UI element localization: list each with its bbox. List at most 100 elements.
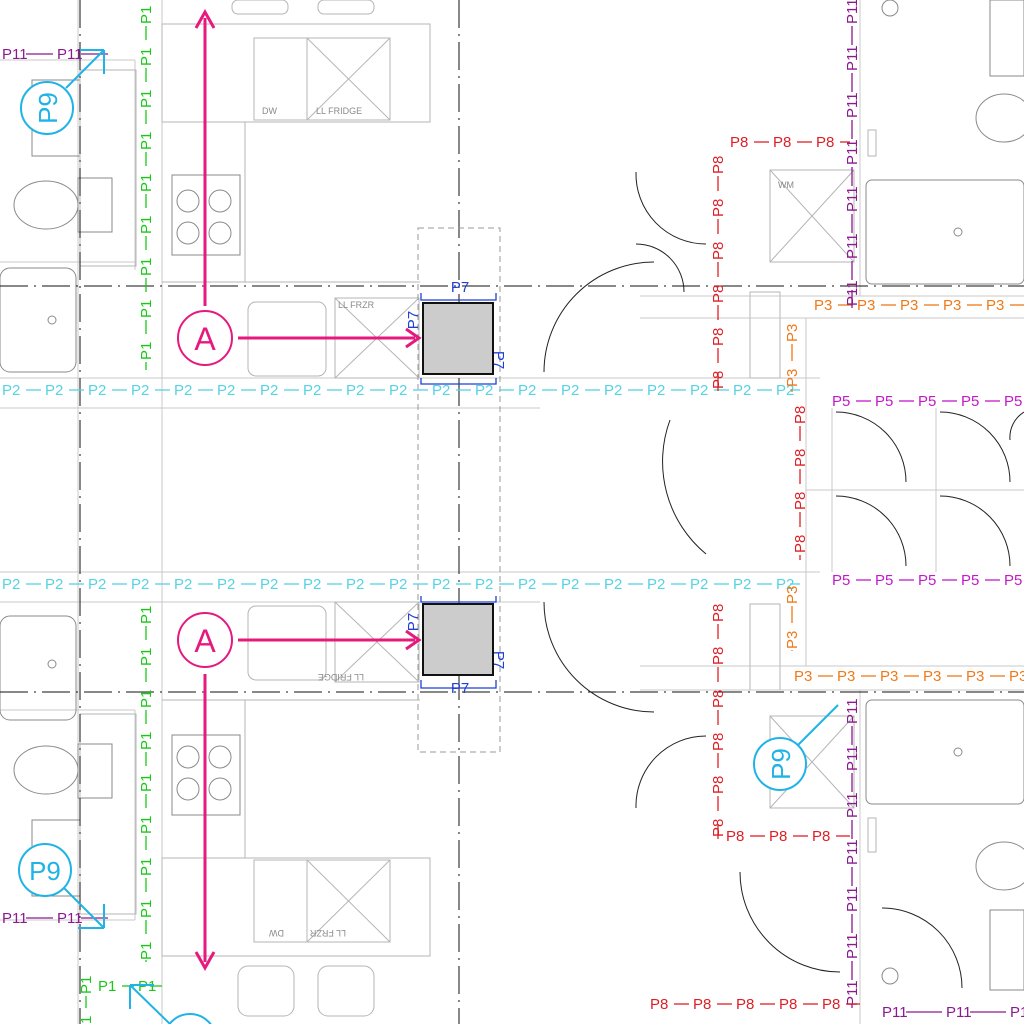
pipe-run-label: P8 — [710, 199, 727, 217]
pipe-run-label: P3 — [943, 297, 961, 314]
pipe-run-label: P1 — [98, 978, 116, 995]
pipe-run-label: P8 — [736, 996, 754, 1013]
pipe-run-label: P5 — [961, 393, 979, 410]
pipe-run-label: P1 — [138, 342, 155, 360]
pipe-run-label: P11 — [844, 886, 861, 912]
pipe-run-label: P3 — [784, 586, 801, 604]
pipe-run-label: P8 — [816, 134, 834, 151]
p9-callout-label: P9 — [29, 856, 61, 886]
pipe-run-label: P5 — [961, 572, 979, 589]
pipe-run-label: P11 — [844, 139, 861, 165]
pipe-run-label: P5 — [918, 572, 936, 589]
pipe-run-label: P2 — [88, 382, 106, 399]
pipe-run-label: P8 — [650, 996, 668, 1013]
pipe-run-label: P11 — [57, 910, 83, 927]
pipe-run-label: P11 — [844, 745, 861, 771]
pipe-run-label: P2 — [561, 382, 579, 399]
pipe-run-label: P11 — [844, 839, 861, 865]
pipe-run-label: P3 — [900, 297, 918, 314]
pipe-run-label: P2 — [475, 576, 493, 593]
structural-columns — [420, 293, 497, 689]
pipe-run-label: P2 — [776, 576, 794, 593]
pipe-run-label: P8 — [792, 406, 809, 424]
pipe-run-label: P1 — [138, 774, 155, 792]
pipe-run-label: P2 — [260, 382, 278, 399]
pipe-run-label: P1 — [138, 6, 155, 24]
pipe-run-label: P8 — [726, 828, 744, 845]
pipe-run-label: P8 — [710, 604, 727, 622]
pipe-run-label: P8 — [710, 242, 727, 260]
pipe-run-label: P8 — [730, 134, 748, 151]
column-top — [422, 302, 494, 375]
section-marker-top — [177, 310, 233, 366]
pipe-run-label: P2 — [45, 382, 63, 399]
p7-label: P7 — [451, 279, 469, 296]
section-marker-bottom — [177, 612, 233, 668]
pipe-run-label: P8 — [710, 371, 727, 389]
pipe-run-label: P3 — [1009, 668, 1024, 685]
p9-callout-right: P9 — [753, 704, 839, 791]
pipe-run-label: P5 — [1004, 572, 1022, 589]
pipe-run-label: P2 — [260, 576, 278, 593]
pipe-run-label: P3 — [966, 668, 984, 685]
pipe-run-label: P2 — [346, 576, 364, 593]
pipe-run-label: P8 — [710, 733, 727, 751]
pipe-run-label: P8 — [779, 996, 797, 1013]
pipe-run-label: P2 — [346, 382, 364, 399]
pipe-run-label: P2 — [389, 576, 407, 593]
pipe-run-label: P2 — [776, 382, 794, 399]
pipe-run-label: P1 — [138, 942, 155, 960]
pipe-run-label: P2 — [475, 382, 493, 399]
frzr-label: LL FRZR — [338, 300, 375, 310]
pipe-run-label: P11 — [844, 45, 861, 71]
p7-label: P7 — [405, 613, 422, 631]
pipe-run-label: P2 — [647, 382, 665, 399]
pipe-run-label: P1 — [138, 48, 155, 66]
pipe-run-label: P1 — [138, 258, 155, 276]
pipe-run-label: P1 — [78, 1016, 95, 1024]
p7-label: P7 — [405, 311, 422, 329]
pipe-run-label: P2 — [45, 576, 63, 593]
pipe-run-label: P8 — [812, 828, 830, 845]
pipe-run-label: P3 — [784, 369, 801, 387]
pipe-run-label: P8 — [710, 285, 727, 303]
pipe-run-label: P11 — [844, 698, 861, 724]
pipe-run-label: P1 — [138, 858, 155, 876]
pipe-run-label: P8 — [710, 156, 727, 174]
pipe-run-label: P2 — [88, 576, 106, 593]
pipe-run-label: P2 — [690, 382, 708, 399]
pipe-run-label: P2 — [561, 576, 579, 593]
p9-callouts: P9 P9 P9 — [18, 49, 839, 1024]
pipe-run-label: P1 — [138, 216, 155, 234]
pipe-run-label: P1 — [138, 816, 155, 834]
pipe-run-label: P2 — [131, 382, 149, 399]
pipe-run-label: P1 — [138, 900, 155, 918]
pipe-run-label: P2 — [647, 576, 665, 593]
pipe-run-label: P5 — [832, 393, 850, 410]
p9-callout-bottom-partial — [129, 984, 212, 1024]
pipe-run-label: P2 — [2, 576, 20, 593]
pipe-run-label: P1 — [138, 90, 155, 108]
pipe-run-label: P8 — [773, 134, 791, 151]
pipe-run-label: P2 — [217, 382, 235, 399]
appliance-labels: DW LL FRIDGE LL FRZR WM LL FRIDGE DW LL … — [262, 106, 794, 938]
pipe-run-label: P11 — [844, 792, 861, 818]
pipe-run-label: P3 — [814, 297, 832, 314]
pipe-run-label: P3 — [837, 668, 855, 685]
pipe-run-label: P2 — [174, 576, 192, 593]
fridge-label-mirrored: LL FRIDGE — [318, 672, 364, 682]
dw-label: DW — [262, 106, 277, 116]
p7-label: P7 — [490, 651, 507, 669]
pipe-run-label: P11 — [1010, 1004, 1024, 1021]
pipe-run-label: P8 — [710, 690, 727, 708]
pipe-run-p8: P8 P8 P8 — [730, 134, 850, 151]
pipe-run-label: P2 — [303, 382, 321, 399]
